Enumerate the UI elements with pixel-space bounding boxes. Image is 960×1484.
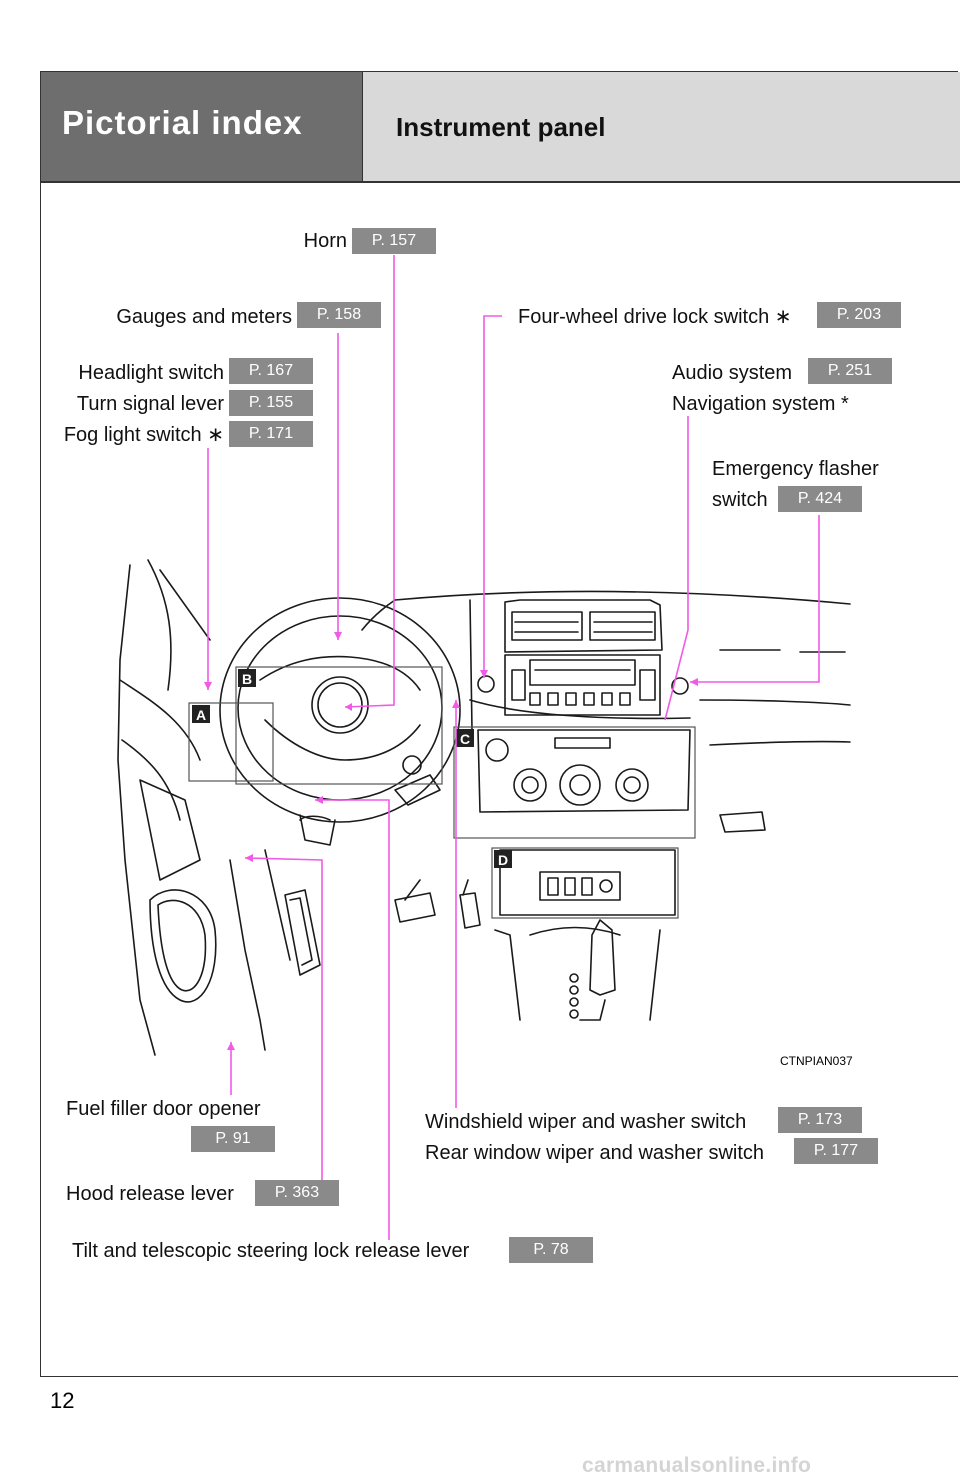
page-frame — [40, 71, 958, 1377]
leader-lines — [207, 255, 820, 1240]
emergency-page-ref[interactable]: P. 424 — [778, 486, 862, 512]
image-code: CTNPIAN037 — [780, 1054, 853, 1068]
rear-wiper-page-ref[interactable]: P. 177 — [794, 1138, 878, 1164]
section-title: Pictorial index — [62, 104, 303, 141]
area-label-c: C — [460, 731, 470, 747]
gauges-label: Gauges and meters — [116, 306, 292, 328]
four-wheel-page-ref[interactable]: P. 203 — [817, 302, 901, 328]
turn-signal-label: Turn signal lever — [76, 393, 224, 415]
headlight-page-ref[interactable]: P. 167 — [229, 358, 313, 384]
fuel-filler-label: Fuel filler door opener — [66, 1098, 261, 1120]
area-label-a: A — [196, 707, 206, 723]
watermark: carmanualsonline.info — [582, 1454, 812, 1477]
section-tab — [41, 72, 362, 182]
horn-label: Horn — [303, 230, 347, 252]
fog-light-page-ref[interactable]: P. 171 — [229, 421, 313, 447]
area-markers: A B C D — [192, 669, 512, 868]
subsection-title: Instrument panel — [396, 112, 606, 142]
windshield-wiper-label: Windshield wiper and washer switch — [425, 1111, 747, 1133]
audio-page-ref[interactable]: P. 251 — [808, 358, 892, 384]
header-divider — [41, 181, 960, 183]
gauges-page-ref[interactable]: P. 158 — [297, 302, 381, 328]
area-label-d: D — [498, 852, 508, 868]
windshield-wiper-page-ref[interactable]: P. 173 — [778, 1107, 862, 1133]
horn-page-ref[interactable]: P. 157 — [352, 228, 436, 254]
detail-boxes — [188, 666, 696, 919]
turn-signal-page-ref[interactable]: P. 155 — [229, 390, 313, 416]
emergency-label-line2: switch — [712, 489, 768, 511]
tilt-telescopic-page-ref[interactable]: P. 78 — [509, 1237, 593, 1263]
dashboard-line-art — [117, 559, 851, 1056]
hood-release-page-ref[interactable]: P. 363 — [255, 1180, 339, 1206]
subsection-header — [362, 72, 960, 182]
four-wheel-label: Four-wheel drive lock switch ∗ — [518, 306, 792, 328]
area-label-b: B — [242, 671, 252, 687]
fog-light-label: Fog light switch ∗ — [63, 424, 224, 446]
headlight-label: Headlight switch — [78, 362, 224, 384]
emergency-label-line1: Emergency flasher — [712, 458, 879, 480]
audio-label: Audio system — [672, 362, 793, 384]
hood-release-label: Hood release lever — [66, 1183, 234, 1205]
page-number: 12 — [50, 1388, 75, 1413]
leader-arrowheads — [204, 632, 698, 1050]
navigation-label: Navigation system * — [672, 393, 849, 415]
tilt-telescopic-label: Tilt and telescopic steering lock releas… — [72, 1240, 470, 1262]
fuel-filler-page-ref[interactable]: P. 91 — [191, 1126, 275, 1152]
rear-wiper-label: Rear window wiper and washer switch — [425, 1142, 765, 1164]
